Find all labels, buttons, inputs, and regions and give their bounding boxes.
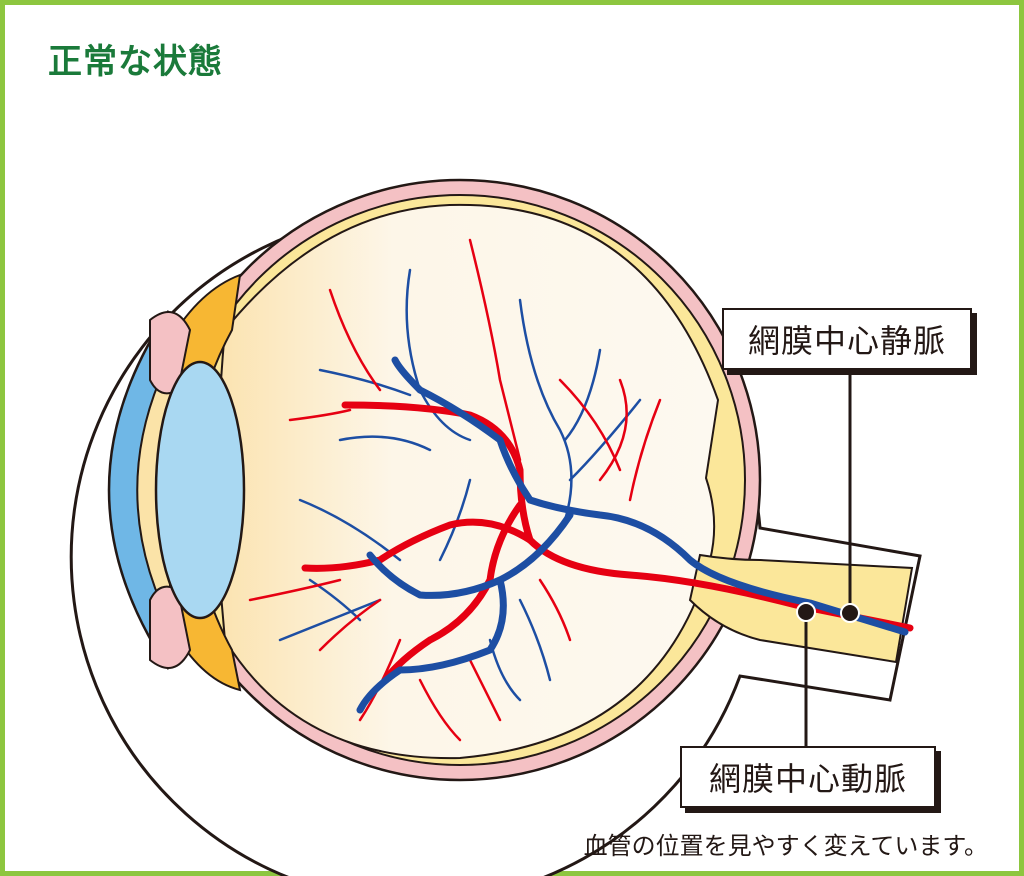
iris-lower	[149, 585, 192, 669]
lens	[154, 360, 246, 620]
vitreous-body	[216, 203, 720, 760]
central-retinal-vein-path	[356, 356, 909, 714]
retinal-arteries-branches	[248, 238, 662, 742]
footnote: 血管の位置を見やすく変えています。	[583, 832, 988, 860]
diagram-title: 正常な状態	[48, 42, 223, 82]
artery-pointer	[796, 602, 816, 748]
vein-pointer	[840, 372, 860, 623]
central-retinal-artery-label: 網膜中心動脈	[680, 746, 936, 808]
central-retinal-vein-label: 網膜中心静脈	[722, 308, 972, 370]
